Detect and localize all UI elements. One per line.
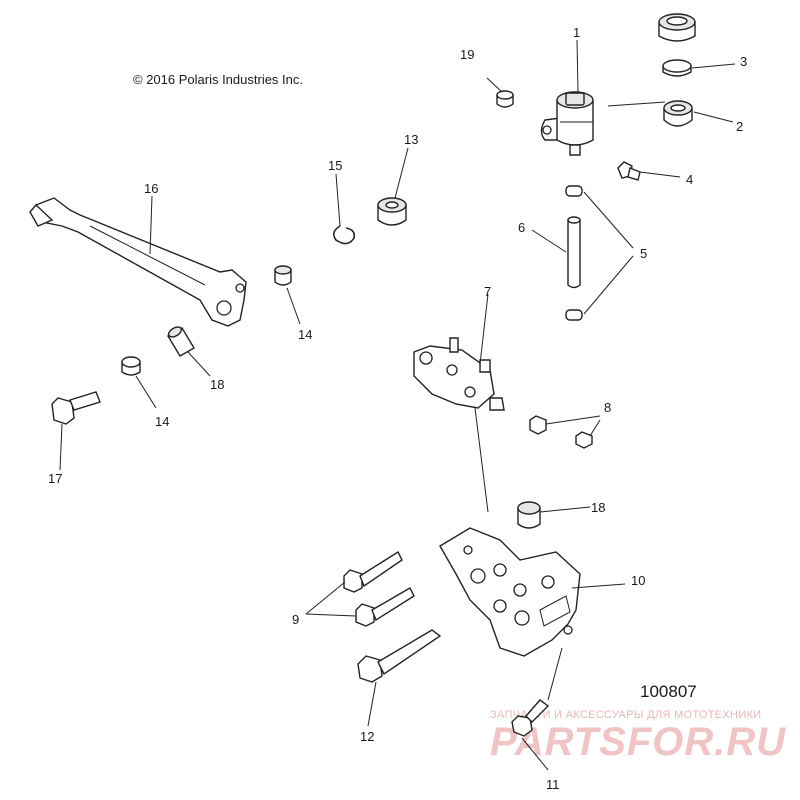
leader-lines [59, 39, 736, 771]
part-reservoir [540, 91, 594, 156]
callout-5: 5 [640, 246, 647, 261]
part-14-bushing-top [274, 265, 292, 286]
part-8-nut-b [575, 431, 593, 449]
part-18-sleeve-right [517, 501, 541, 529]
part-4-screw [617, 161, 641, 181]
part-14-washer-bottom [121, 356, 141, 376]
part-8-nut-a [529, 415, 547, 435]
callout-8: 8 [604, 400, 611, 415]
callout-15: 15 [328, 158, 342, 173]
callout-12: 12 [360, 729, 374, 744]
callout-3: 3 [740, 54, 747, 69]
part-5-clamp-top [565, 185, 583, 197]
figure-number: 100807 [640, 682, 697, 701]
part-plate [663, 100, 693, 127]
callout-14a: 14 [298, 327, 312, 342]
callout-18b: 18 [591, 500, 605, 515]
part-12-bolt [357, 629, 442, 683]
part-9-bolt-a [343, 550, 403, 593]
callout-10: 10 [631, 573, 645, 588]
watermark-tagline: ЗАПЧАСТИ И АКСЕССУАРЫ ДЛЯ МОТОТЕХНИКИ [490, 709, 761, 721]
callout-2: 2 [736, 119, 743, 134]
callout-18a: 18 [210, 377, 224, 392]
copyright-text: © 2016 Polaris Industries Inc. [133, 72, 303, 87]
callout-19: 19 [460, 47, 474, 62]
callout-13: 13 [404, 132, 418, 147]
part-17-bolt [51, 391, 101, 425]
part-19-nut [496, 90, 514, 108]
callout-7: 7 [484, 284, 491, 299]
callout-16: 16 [144, 181, 158, 196]
part-diaphragm [662, 59, 692, 77]
part-reservoir-cap [658, 13, 696, 42]
part-18-sleeve-left [167, 326, 195, 357]
part-10-bracket [439, 527, 581, 657]
callout-17: 17 [48, 471, 62, 486]
part-5-clamp-bottom [565, 309, 583, 321]
part-7-master-cylinder [413, 337, 505, 411]
part-13-bushing [377, 197, 407, 226]
callout-4: 4 [686, 172, 693, 187]
part-6-hose [567, 216, 581, 289]
watermark-brand: PARTSFOR.RU [490, 720, 786, 764]
callout-9: 9 [292, 612, 299, 627]
callout-11: 11 [546, 777, 560, 792]
callout-1: 1 [573, 25, 580, 40]
callout-14b: 14 [155, 414, 169, 429]
part-16-pedal-arm [29, 197, 247, 327]
part-15-snap-ring [332, 225, 356, 245]
callout-6: 6 [518, 220, 525, 235]
part-9-bolt-b [355, 587, 415, 627]
part-11-bolt [511, 699, 550, 737]
